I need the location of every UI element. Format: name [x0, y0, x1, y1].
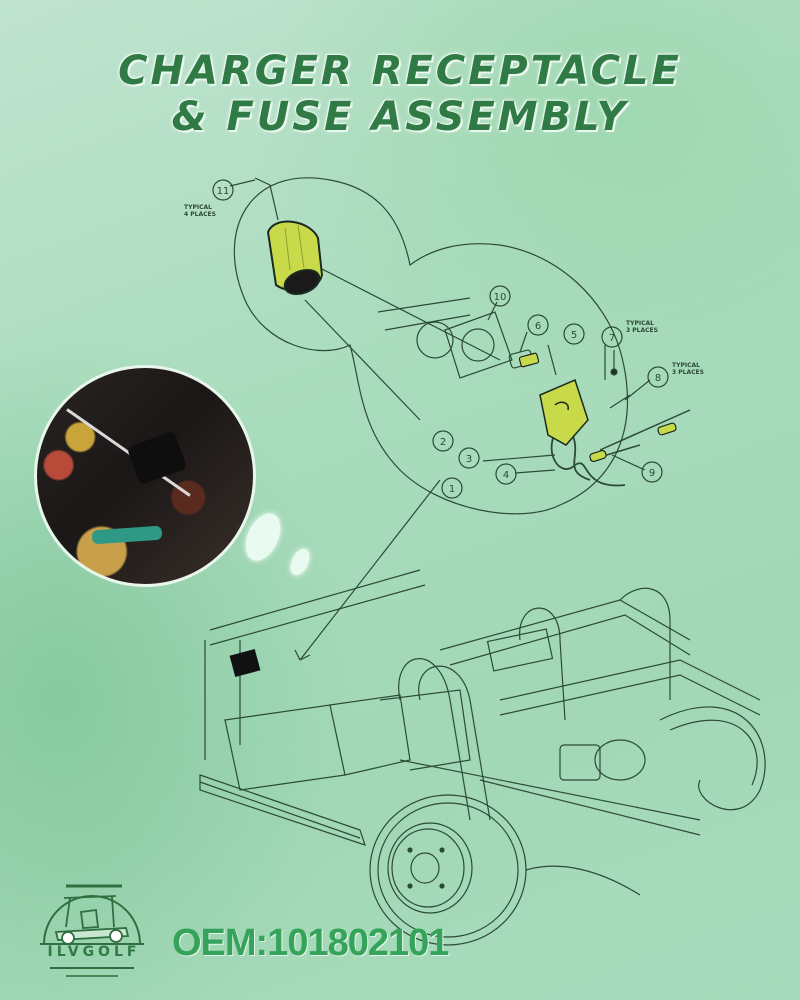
note-callout-8: TYPICAL 3 PLACES [672, 362, 704, 376]
detail-bubble-outline [233, 177, 629, 515]
oem-part-number: OEM:101802101 [172, 922, 449, 964]
ilvgolf-logo [40, 884, 144, 977]
callout-9: 9 [649, 468, 655, 479]
inline-fuse-part [518, 352, 677, 463]
callout-5: 5 [571, 330, 577, 341]
charger-receptacle-part [266, 220, 324, 296]
cart-receptacle-location [229, 649, 261, 677]
callout-10: 10 [494, 292, 507, 303]
callout-6: 6 [535, 321, 541, 332]
callout-8: 8 [655, 373, 661, 384]
inset-wiring-photo [34, 365, 256, 587]
callout-7: 7 [609, 333, 615, 344]
note-callout-7: TYPICAL 3 PLACES [626, 320, 658, 334]
title-line-1: CHARGER RECEPTACLE [118, 48, 682, 94]
callout-11: 11 [217, 186, 230, 197]
photo-teal-wire [91, 525, 163, 545]
logo-text: ILVGOLF [47, 944, 141, 960]
fuse-block-part [539, 378, 589, 446]
photo-black-connector [126, 430, 188, 486]
callout-4: 4 [503, 470, 509, 481]
golf-cart-icon [54, 895, 130, 945]
note-callout-11: TYPICAL 4 PLACES [184, 204, 216, 218]
callout-2: 2 [440, 437, 446, 448]
title-line-2: & FUSE ASSEMBLY [171, 94, 629, 140]
part-callouts: 11 10 6 5 7 8 2 3 4 1 9 [212, 179, 669, 499]
callout-1: 1 [449, 484, 455, 495]
callout-3: 3 [466, 454, 472, 465]
